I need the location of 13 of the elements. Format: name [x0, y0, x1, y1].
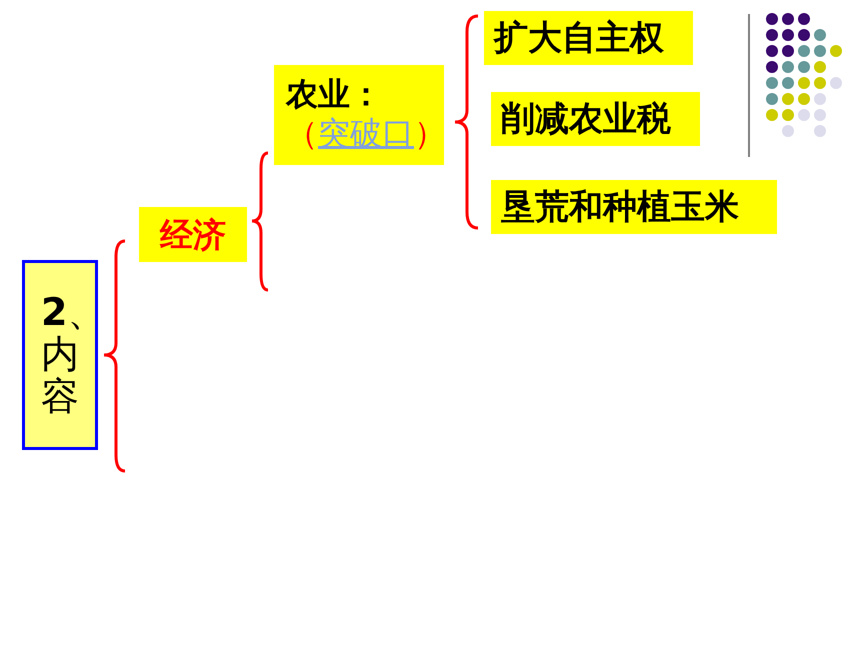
- item-text: 经济: [160, 214, 226, 254]
- heading-text: 农业：: [286, 75, 383, 114]
- label-box: [274, 65, 444, 165]
- item-text: 削减农业税: [501, 98, 671, 140]
- item-text: 垦荒和种植玉米: [501, 186, 739, 228]
- label-box: [139, 207, 247, 262]
- label-box: [484, 11, 693, 65]
- label-box: [22, 260, 98, 450]
- subtitle-text: （突破口）: [286, 113, 444, 154]
- item-text: 扩大自主权: [494, 18, 664, 58]
- label-box: [491, 92, 700, 146]
- vertical-title: 2、内容: [41, 292, 79, 418]
- label-box: [491, 180, 777, 234]
